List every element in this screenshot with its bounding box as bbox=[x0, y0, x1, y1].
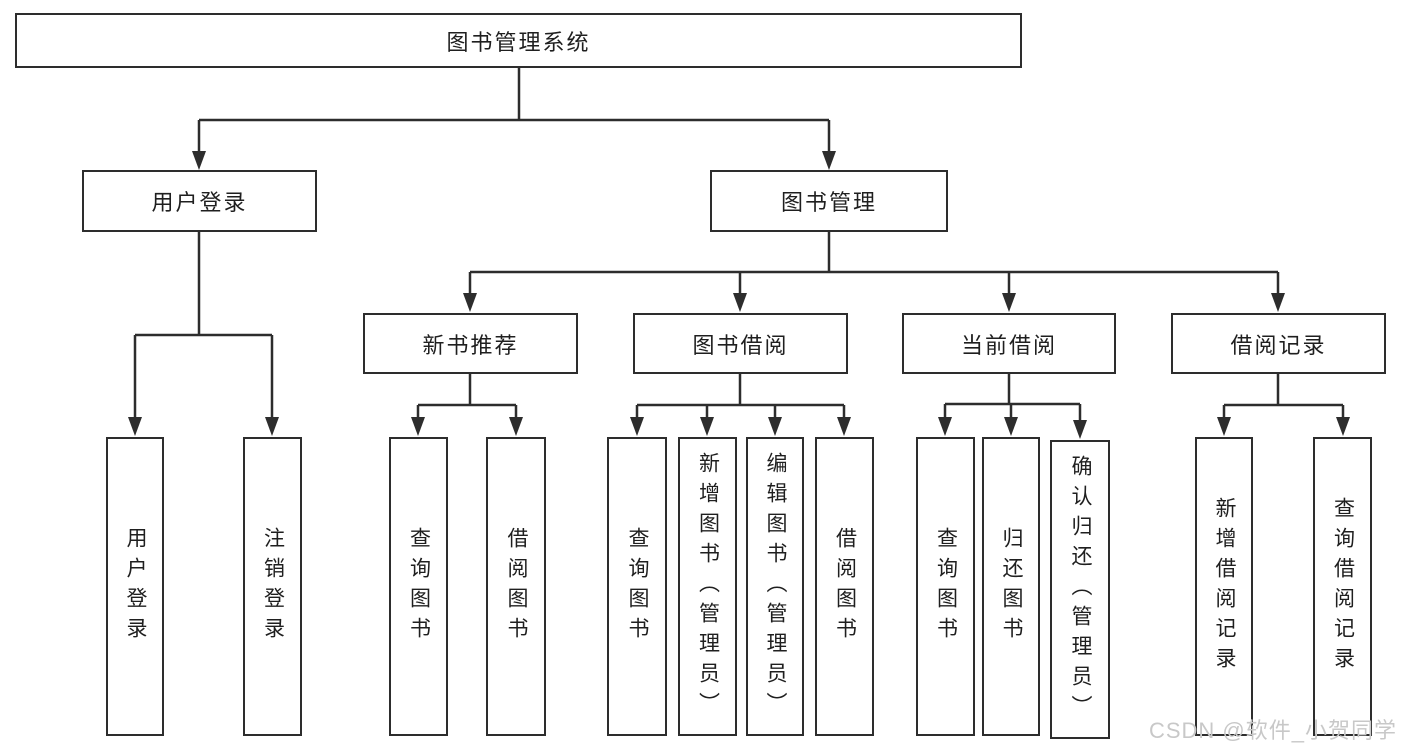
leaf-query-borrow-record: 查询借阅记录 bbox=[1313, 437, 1372, 736]
arrowhead bbox=[509, 417, 523, 436]
arrowhead bbox=[411, 417, 425, 436]
connector-current bbox=[943, 374, 1082, 421]
leaf-user-login: 用户登录 bbox=[106, 437, 164, 736]
leaf-query-book-recommend: 查询图书 bbox=[389, 437, 448, 736]
arrowhead bbox=[1271, 293, 1285, 312]
arrowhead bbox=[630, 417, 644, 436]
arrowhead bbox=[837, 417, 851, 436]
arrowhead bbox=[1073, 420, 1087, 439]
connector-borrow bbox=[635, 374, 846, 421]
arrowhead bbox=[1002, 293, 1016, 312]
arrowhead bbox=[463, 293, 477, 312]
arrowhead bbox=[1217, 417, 1231, 436]
leaf-return-book: 归还图书 bbox=[982, 437, 1040, 736]
node-user-login-branch: 用户登录 bbox=[82, 170, 317, 232]
leaf-add-borrow-record: 新增借阅记录 bbox=[1195, 437, 1253, 736]
leaf-logout: 注销登录 bbox=[243, 437, 302, 736]
arrowhead bbox=[768, 417, 782, 436]
connector-newrec bbox=[416, 374, 518, 421]
arrowhead bbox=[1004, 417, 1018, 436]
connector-records bbox=[1222, 374, 1345, 421]
node-book-borrowing: 图书借阅 bbox=[633, 313, 848, 374]
connector-root bbox=[197, 68, 831, 154]
leaf-borrow-book-recommend: 借阅图书 bbox=[486, 437, 546, 736]
leaf-query-book-borrowing: 查询图书 bbox=[607, 437, 667, 736]
node-new-book-recommend: 新书推荐 bbox=[363, 313, 578, 374]
arrowhead bbox=[733, 293, 747, 312]
node-book-management-branch: 图书管理 bbox=[710, 170, 948, 232]
arrowhead bbox=[192, 151, 206, 170]
connector-book-mgmt bbox=[468, 232, 1280, 296]
arrowhead bbox=[822, 151, 836, 170]
arrowhead bbox=[700, 417, 714, 436]
arrowhead bbox=[265, 417, 279, 436]
connector-user-branch bbox=[133, 232, 274, 420]
node-system-root: 图书管理系统 bbox=[15, 13, 1022, 68]
node-borrow-records: 借阅记录 bbox=[1171, 313, 1386, 374]
leaf-add-book-admin: 新增图书（管理员） bbox=[678, 437, 737, 736]
leaf-query-book-current: 查询图书 bbox=[916, 437, 975, 736]
node-current-borrowing: 当前借阅 bbox=[902, 313, 1116, 374]
arrowhead bbox=[128, 417, 142, 436]
leaf-edit-book-admin: 编辑图书（管理员） bbox=[746, 437, 804, 736]
arrowhead bbox=[938, 417, 952, 436]
leaf-confirm-return-admin: 确认归还（管理员） bbox=[1050, 440, 1110, 739]
leaf-borrow-book: 借阅图书 bbox=[815, 437, 874, 736]
arrowhead bbox=[1336, 417, 1350, 436]
arrowheads bbox=[128, 151, 1350, 439]
